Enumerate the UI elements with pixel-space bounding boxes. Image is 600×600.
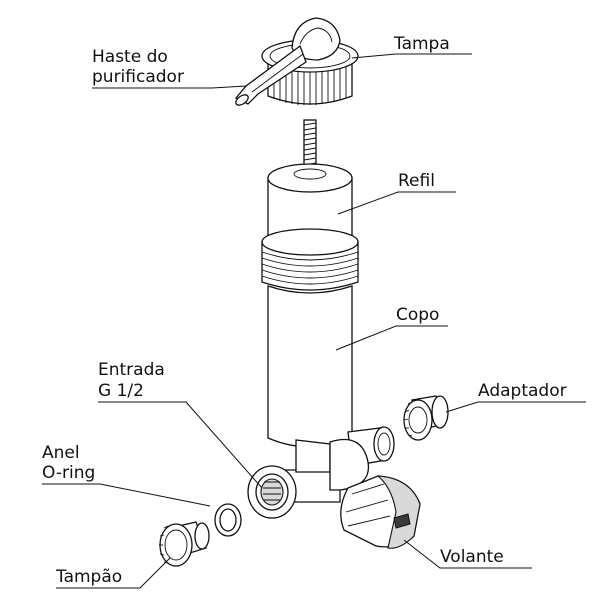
label-entrada-line1: Entrada (98, 360, 165, 380)
label-anel-line2: O-ring (42, 463, 95, 483)
anel-o-ring-part (214, 503, 242, 537)
volante-part (340, 475, 421, 549)
tampao-part (159, 521, 210, 567)
adaptador-part (403, 395, 449, 441)
label-entrada-line2: G 1/2 (98, 381, 144, 401)
label-haste-line2: purificador (92, 67, 184, 87)
entrada-part (247, 465, 297, 519)
label-adaptador: Adaptador (478, 381, 567, 401)
haste-part (234, 44, 307, 106)
label-tampa: Tampa (393, 34, 450, 54)
label-refil: Refil (398, 171, 435, 191)
label-tampao: Tampão (55, 567, 122, 587)
label-copo: Copo (396, 305, 439, 325)
label-volante: Volante (440, 547, 504, 567)
tampa-part (261, 17, 359, 105)
leader-lines (42, 53, 586, 589)
label-haste-line1: Haste do (92, 47, 168, 67)
copo-part (261, 228, 359, 448)
label-anel-line1: Anel (42, 443, 80, 463)
refil-part (267, 119, 353, 245)
